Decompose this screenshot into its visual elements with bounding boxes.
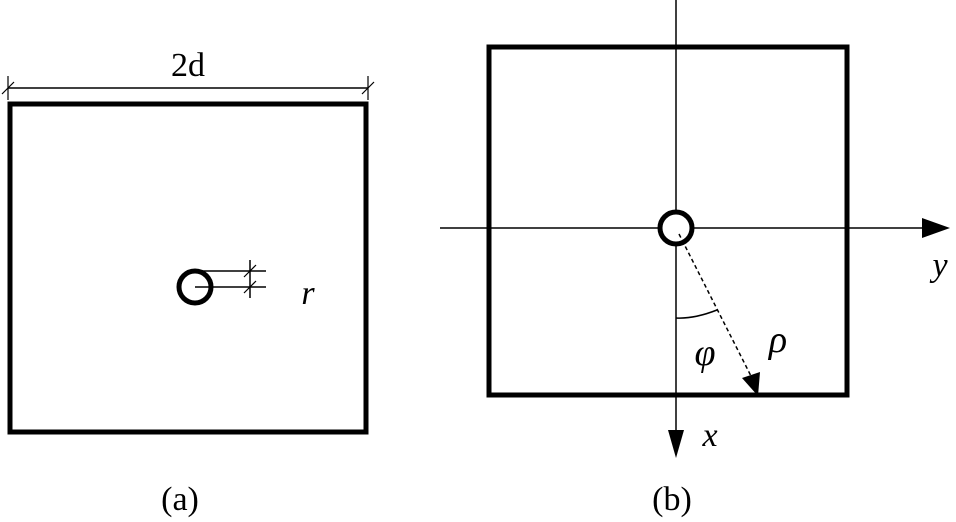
phi-angle-arc	[675, 309, 718, 319]
rho-radial-line	[678, 233, 755, 383]
plate-square-a	[7, 101, 369, 435]
caption-a: (a)	[161, 481, 199, 518]
figure-b: x y φ ρ (b)	[440, 0, 950, 518]
width-dimension-slash-right	[361, 81, 375, 95]
x-axis-arrow-icon	[668, 430, 684, 458]
x-axis-label: x	[701, 417, 717, 454]
radius-dimension	[195, 260, 266, 298]
y-axis-label: y	[929, 247, 948, 284]
hole-circle-b	[657, 209, 695, 247]
radius-slash-bottom	[243, 280, 257, 294]
width-dimension	[1, 76, 375, 100]
rho-label: ρ	[768, 319, 787, 361]
caption-b: (b)	[652, 481, 692, 518]
figure-a: 2d r (a)	[1, 47, 375, 518]
width-dimension-slash-left	[1, 81, 15, 95]
phi-label: φ	[694, 332, 715, 374]
rho-arrow-icon	[742, 372, 760, 396]
radius-slash-top	[243, 264, 257, 278]
radius-label: r	[301, 275, 315, 312]
y-axis-arrow-icon	[922, 218, 950, 238]
width-label: 2d	[171, 47, 205, 84]
